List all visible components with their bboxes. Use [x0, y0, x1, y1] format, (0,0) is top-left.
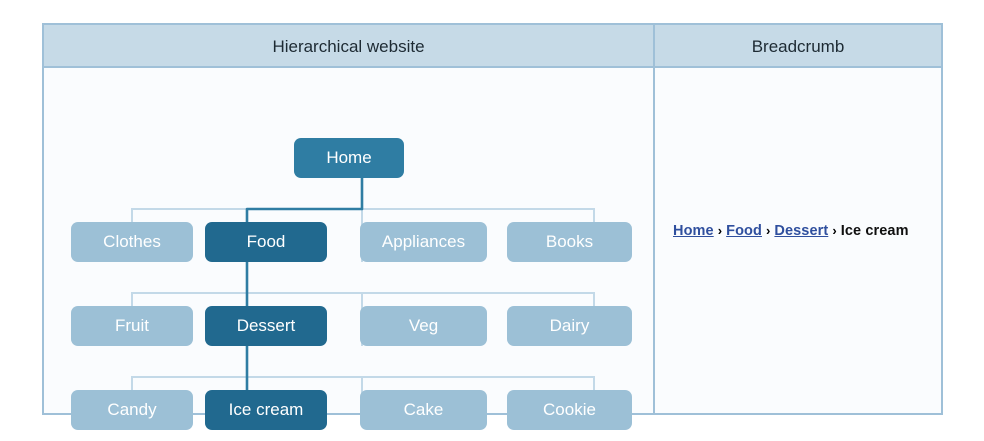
hierarchical-website-panel-body: Home Clothes Food Appliances Books Fruit… — [44, 68, 653, 430]
tree-node-fruit[interactable]: Fruit — [71, 306, 193, 346]
breadcrumb-link-dessert[interactable]: Dessert — [774, 223, 829, 239]
breadcrumb-panel: Breadcrumb Home›Food›Dessert›Ice cream — [653, 23, 943, 415]
tree-node-dessert[interactable]: Dessert — [205, 306, 327, 346]
breadcrumb-separator-icon: › — [832, 223, 837, 238]
breadcrumb-current-item: Ice cream — [840, 223, 909, 239]
breadcrumb-link-home[interactable]: Home — [673, 223, 714, 239]
tree-diagram: Home Clothes Food Appliances Books Fruit… — [44, 68, 653, 430]
tree-node-dairy[interactable]: Dairy — [507, 306, 632, 346]
hierarchical-website-panel: Hierarchical website — [42, 23, 655, 430]
tree-node-veg[interactable]: Veg — [360, 306, 487, 346]
breadcrumb-link-food[interactable]: Food — [726, 223, 762, 239]
tree-node-cookie[interactable]: Cookie — [507, 390, 632, 430]
tree-node-cake[interactable]: Cake — [360, 390, 487, 430]
breadcrumb-panel-title: Breadcrumb — [655, 25, 941, 68]
tree-node-home[interactable]: Home — [294, 138, 404, 178]
tree-node-books[interactable]: Books — [507, 222, 632, 262]
hierarchical-website-panel-title: Hierarchical website — [44, 25, 653, 68]
tree-node-candy[interactable]: Candy — [71, 390, 193, 430]
tree-node-appliances[interactable]: Appliances — [360, 222, 487, 262]
tree-node-clothes[interactable]: Clothes — [71, 222, 193, 262]
breadcrumb: Home›Food›Dessert›Ice cream — [673, 223, 931, 239]
breadcrumb-separator-icon: › — [717, 223, 723, 238]
tree-node-ice-cream[interactable]: Ice cream — [205, 390, 327, 430]
breadcrumb-separator-icon: › — [765, 223, 771, 238]
tree-node-food[interactable]: Food — [205, 222, 327, 262]
breadcrumb-panel-body: Home›Food›Dessert›Ice cream — [655, 68, 941, 413]
